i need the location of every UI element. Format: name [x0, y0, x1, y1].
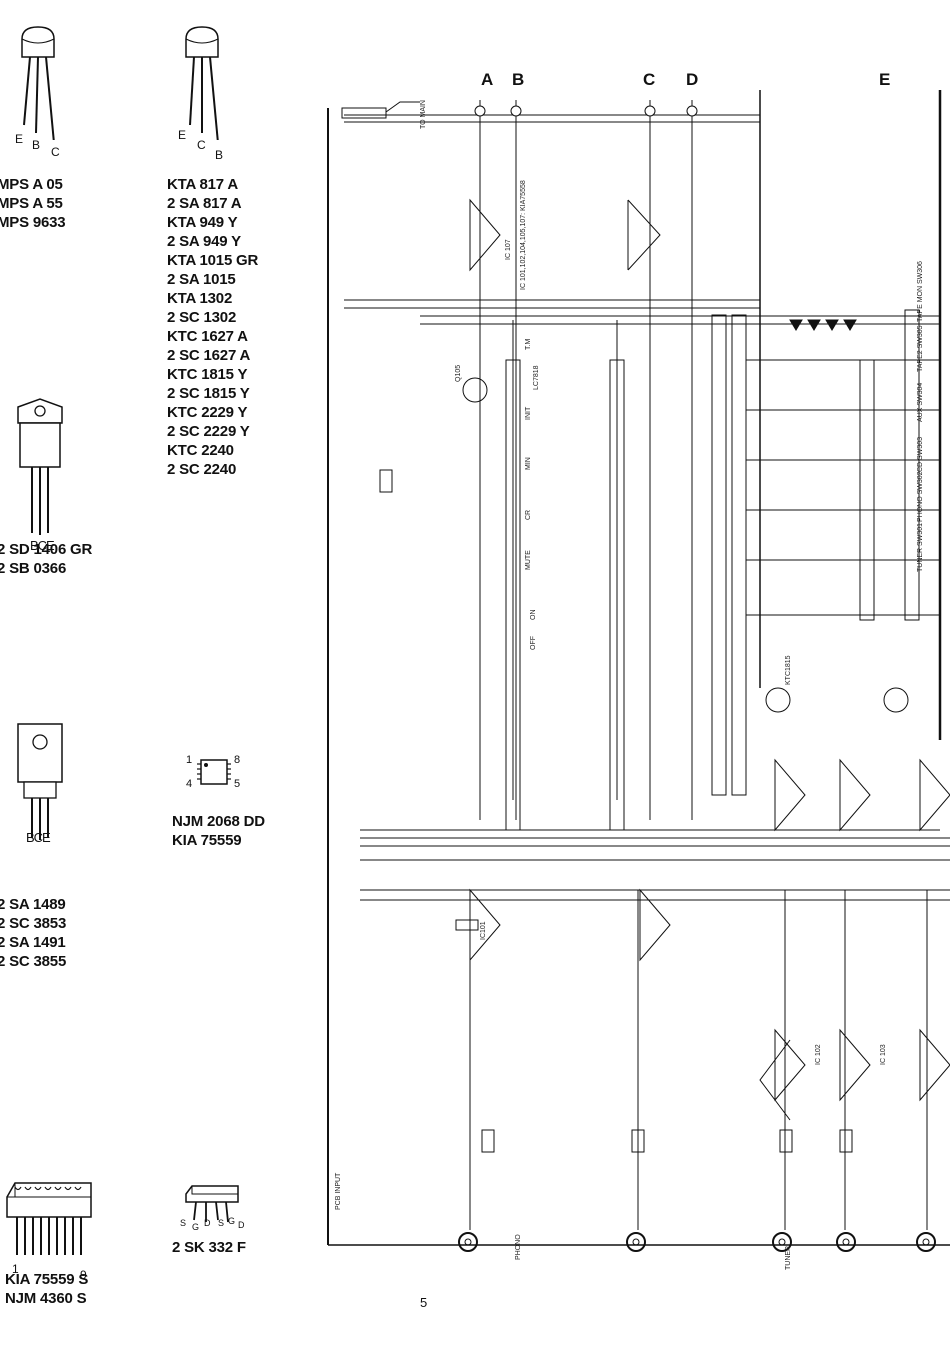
part-number: 2 SK 332 F [172, 1239, 246, 1256]
function-label: MIN [525, 457, 532, 470]
pin-label: E [15, 132, 24, 146]
fet-part-list: 2 SK 332 F [172, 1238, 246, 1257]
to220-part-list: 2 SD 1406 GR 2 SB 0366 [0, 540, 92, 578]
function-label: CR [525, 510, 532, 520]
pin-label: D [238, 1220, 245, 1230]
to3p-package-drawing [17, 723, 63, 840]
q104-label: KTC1815 [785, 655, 792, 685]
to220-package-drawing [17, 398, 63, 535]
pin-label: 1 [12, 1262, 19, 1276]
function-label: INIT [525, 406, 532, 420]
switch-label: TAPE MON SW306 [917, 261, 924, 322]
ic103-label: IC 103 [880, 1044, 887, 1065]
part-number: KTC 2229 Y [167, 404, 248, 421]
part-number: 2 SA 1491 [0, 934, 66, 951]
part-number: KTC 2240 [167, 442, 234, 459]
pin-label: 5 [234, 778, 241, 790]
dip8-package-drawing [197, 759, 231, 785]
to-main-label: TO MAIN [420, 100, 427, 129]
part-number: 2 SC 2229 Y [167, 423, 250, 440]
ic111-label: LC7818 [533, 365, 540, 390]
part-number: MPS 9633 [0, 214, 66, 231]
part-number: NJM 4360 S [5, 1290, 87, 1307]
pin-label: G [228, 1216, 236, 1226]
part-number: KTA 1302 [167, 290, 233, 307]
column-label-a: A [481, 70, 494, 89]
sip9-part-list: KIA 75559 S NJM 4360 S [5, 1270, 88, 1308]
part-number: KTA 817 A [167, 176, 238, 193]
to92-package-b-drawing [185, 26, 219, 140]
phono-label: PHONO [515, 1234, 522, 1260]
pin-label: B [32, 138, 41, 152]
page-number: 5 [420, 1295, 428, 1310]
switch-label: PHONO SW302 [917, 471, 924, 522]
column-label-e: E [879, 70, 891, 89]
pin-label: S [180, 1218, 187, 1228]
column-label-b: B [512, 70, 525, 89]
to220-pin-label: BCE [30, 538, 55, 553]
part-number: 2 SC 3853 [0, 915, 67, 932]
part-number: KIA 75559 [172, 832, 242, 849]
pin-label: S [218, 1218, 225, 1228]
part-number: MPS A 55 [0, 195, 63, 212]
function-label: ON [530, 610, 537, 621]
pin-label: 9 [80, 1268, 87, 1282]
tuner-label: TUNER [785, 1246, 792, 1270]
part-number: 2 SC 1302 [167, 309, 237, 326]
part-number: KIA 75559 S [5, 1271, 89, 1288]
pin-label: G [192, 1222, 200, 1232]
part-number: MPS A 05 [0, 176, 63, 193]
function-label: T.M [525, 339, 532, 350]
q105-label: Q105 [455, 365, 462, 382]
part-number: 2 SC 3855 [0, 953, 67, 970]
switch-label: TUNER SW301 [917, 523, 924, 572]
function-label: MUTE [525, 550, 532, 570]
part-number: 2 SA 949 Y [167, 233, 241, 250]
to92-package-a-drawing [21, 26, 55, 140]
pin-label: 1 [186, 754, 193, 766]
part-number: 2 SC 2240 [167, 461, 237, 478]
pin-label: E [178, 128, 187, 142]
sip9-package-drawing [6, 1182, 92, 1255]
part-number: KTA 1015 GR [167, 252, 259, 269]
part-number: KTC 1627 A [167, 328, 248, 345]
schematic-diagram: TO MAIN PCB INPUT PHONO TUNER IC 107 IC … [327, 90, 950, 1270]
function-label: OFF [530, 636, 537, 650]
part-number: 2 SA 1489 [0, 896, 66, 913]
part-number: 2 SA 817 A [167, 195, 242, 212]
part-number: 2 SB 0366 [0, 560, 67, 577]
kia-note: IC 101,102,104,105,107: KIA75558 [520, 180, 527, 290]
to3p-part-list: 2 SA 1489 2 SC 3853 2 SA 1491 2 SC 3855 [0, 895, 66, 971]
part-number: 2 SC 1627 A [167, 347, 251, 364]
fet-package-drawing [185, 1185, 239, 1223]
ic102-label: IC 102 [815, 1044, 822, 1065]
pcb-input-label: PCB INPUT [335, 1172, 342, 1210]
switch-label: AUX SW304 [917, 383, 924, 422]
part-number: KTA 949 Y [167, 214, 238, 231]
column-label-c: C [643, 70, 656, 89]
to92-b-part-list: KTA 817 A 2 SA 817 A KTA 949 Y 2 SA 949 … [167, 175, 258, 479]
dip8-part-list: NJM 2068 DD KIA 75559 [172, 812, 265, 850]
part-number: 2 SC 1815 Y [167, 385, 250, 402]
ic101-label: IC101 [480, 921, 487, 940]
ic107-label: IC 107 [505, 239, 512, 260]
part-number: 2 SD 1406 GR [0, 541, 93, 558]
to92-a-part-list: MPS A 05 MPS A 55 MPS 9633 [0, 175, 66, 232]
pin-label: 8 [234, 754, 241, 766]
pin-label: 4 [186, 778, 193, 790]
to3p-pin-label: BCE [26, 830, 51, 845]
pin-label: C [51, 145, 60, 159]
part-number: KTC 1815 Y [167, 366, 248, 383]
switch-label: TAPE2 SW305 [917, 325, 924, 372]
switch-label: CD SW303 [917, 437, 924, 472]
pin-label: B [215, 148, 224, 162]
part-number: NJM 2068 DD [172, 813, 265, 830]
column-label-d: D [686, 70, 699, 89]
pin-label: C [197, 138, 206, 152]
part-number: 2 SA 1015 [167, 271, 236, 288]
pin-label: D [204, 1218, 211, 1228]
